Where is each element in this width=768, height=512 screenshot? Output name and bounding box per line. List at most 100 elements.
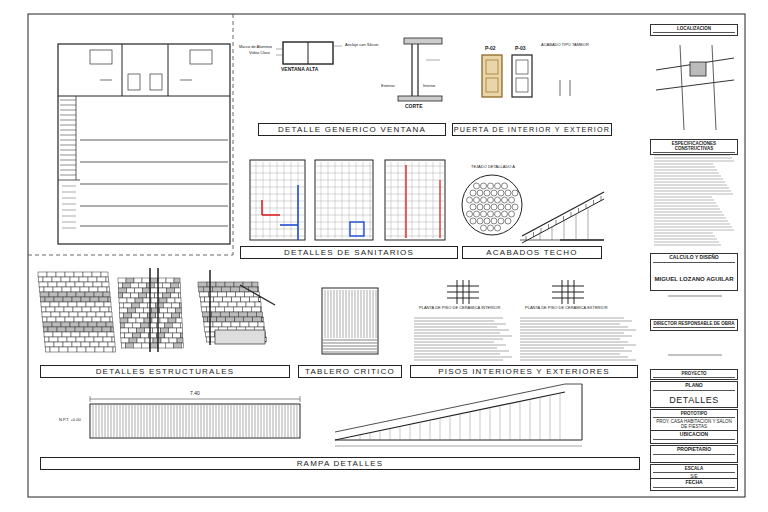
drawing-line	[157, 268, 159, 352]
drawing-line	[323, 349, 377, 350]
door-elevations	[482, 55, 570, 97]
drawing-line	[550, 395, 551, 440]
drawing-rect	[150, 278, 158, 283]
drawing-rect	[262, 317, 264, 322]
drawing-rect	[112, 337, 115, 342]
drawing-rect	[215, 307, 224, 312]
drawing-rect	[167, 298, 175, 303]
drawing-line	[280, 224, 298, 226]
gravel-stone	[505, 218, 511, 224]
drawing-rect	[235, 317, 244, 322]
drawing-line	[316, 166, 372, 167]
drawing-rect	[90, 404, 300, 438]
drawing-rect	[88, 277, 97, 282]
gravel-stone	[488, 183, 494, 189]
drawing-line	[62, 204, 76, 205]
callout-text: Anclaje con Silicon	[344, 43, 380, 47]
drawing-rect	[177, 328, 183, 333]
section-heading: DETALLES ESTRUCTURALES	[96, 367, 235, 376]
drawing-rect	[119, 303, 123, 308]
drawing-line	[316, 215, 372, 216]
drawing-rect	[96, 312, 105, 317]
drawing-rect	[131, 293, 139, 298]
gravel-stone	[502, 211, 508, 217]
drawing-rect	[110, 317, 113, 322]
drawing-rect	[257, 312, 263, 317]
drawing-line	[256, 162, 257, 238]
drawing-line	[414, 324, 506, 325]
drawing-line	[251, 173, 304, 174]
gravel-stone	[474, 183, 480, 189]
drawing-rect	[215, 330, 265, 344]
drawing-rect	[139, 293, 147, 298]
drawing-rect	[59, 347, 68, 352]
drawing-rect	[223, 297, 232, 302]
drawing-line	[60, 170, 76, 171]
drawing-line	[60, 100, 76, 101]
window-detail	[276, 42, 342, 64]
drawing-rect	[74, 317, 83, 322]
drawing-rect	[168, 308, 176, 313]
gravel-stone	[498, 204, 504, 210]
drawing-line	[58, 96, 230, 97]
drawing-line	[316, 180, 372, 181]
drawing-line	[480, 410, 481, 440]
drawing-rect	[227, 292, 236, 297]
drawing-line	[654, 206, 718, 207]
title-block-cell: PROYECTO	[650, 369, 738, 380]
drawing-line	[654, 194, 733, 195]
drawing-line	[129, 405, 130, 437]
gravel-stone	[488, 197, 494, 203]
drawing-rect	[104, 302, 111, 307]
drawing-rect	[350, 222, 364, 236]
drawing-line	[251, 229, 304, 230]
drawing-rect	[66, 282, 75, 287]
drawing-line	[60, 155, 76, 156]
drawing-rect	[145, 328, 153, 333]
drawing-rect	[43, 277, 52, 282]
drawing-rect	[71, 287, 80, 292]
drawing-rect	[49, 337, 58, 342]
drawing-rect	[250, 160, 305, 240]
drawing-line	[414, 348, 497, 349]
bathroom-details	[250, 160, 445, 240]
drawing-line	[439, 180, 440, 238]
drawing-rect	[52, 277, 61, 282]
drawing-line	[552, 226, 553, 240]
gravel-stone	[509, 211, 515, 217]
drawing-rect	[76, 292, 85, 297]
drawing-rect	[516, 78, 528, 92]
drawing-rect	[109, 307, 112, 312]
drawing-rect	[148, 313, 156, 318]
drawing-rect	[39, 282, 48, 287]
gravel-stone	[474, 211, 480, 217]
drawing-line	[654, 227, 732, 228]
drawing-line	[282, 405, 283, 437]
drawing-line	[376, 290, 377, 338]
drawing-line	[391, 162, 392, 238]
drawing-rect	[169, 338, 177, 343]
drawing-rect	[486, 60, 498, 74]
drawing-rect	[98, 332, 107, 337]
drawing-rect	[180, 313, 182, 318]
drawing-line	[28, 255, 233, 256]
drawing-rect	[123, 293, 131, 298]
drawing-rect	[139, 303, 147, 308]
drawing-line	[251, 201, 304, 202]
section-heading: PUERTA DE INTERIOR Y EXTERIOR	[454, 125, 610, 134]
drawing-line	[288, 405, 289, 437]
title-block-cell: PROPIETARIO	[650, 445, 738, 463]
drawing-line	[153, 405, 154, 437]
drawing-rect	[214, 297, 223, 302]
drawing-rect	[83, 272, 92, 277]
drawing-line	[261, 405, 262, 437]
drawing-line	[346, 290, 347, 338]
drawing-rect	[100, 307, 109, 312]
drawing-line	[430, 420, 431, 440]
drawing-rect	[181, 343, 183, 348]
section-heading: PROPIETARIO	[653, 447, 735, 455]
drawing-rect	[105, 312, 112, 317]
drawing-rect	[203, 317, 208, 322]
drawing-line	[251, 215, 304, 216]
drawing-rect	[106, 277, 109, 282]
